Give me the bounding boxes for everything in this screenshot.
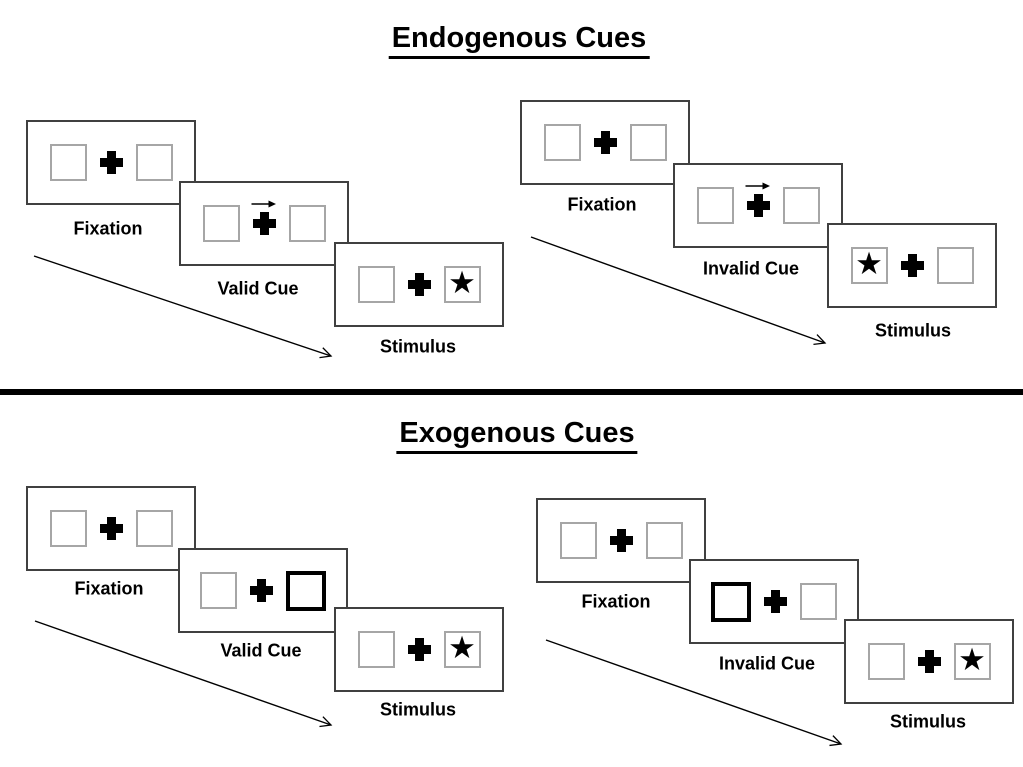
fixation-cross-icon [407,273,431,296]
cue-arrow-right-icon [745,182,770,190]
fixation-cross-icon [99,517,123,540]
left-target-box: ★ [850,246,888,284]
right-target-box: ★ [953,642,991,680]
left-placeholder-box [867,643,905,680]
left-placeholder-box [202,205,240,242]
left-cue-highlight-box [711,581,751,622]
fixation-cross-icon [764,590,787,613]
panel-label-valid-cue: Valid Cue [220,640,302,661]
fixation-cross-icon [900,254,924,277]
stimulus-panel: ★ [334,242,504,327]
right-cue-highlight-box [286,570,326,611]
fixation-cross-icon [917,650,941,673]
left-placeholder-box [49,144,87,181]
panel-label-fixation: Fixation [567,194,637,215]
left-placeholder-box [696,187,734,224]
right-target-box: ★ [443,630,481,668]
panel-label-stimulus: Stimulus [379,336,457,357]
panel-label-fixation: Fixation [581,591,651,612]
section-title-endogenous: Endogenous Cues [388,22,650,59]
left-placeholder-box [200,572,237,609]
right-target-box: ★ [443,265,481,303]
cue-arrow-right-icon [251,200,276,208]
fixation-cross-icon [99,151,123,174]
stimulus-panel: ★ [334,607,504,692]
cue-panel [178,548,348,633]
right-placeholder-box [288,205,326,242]
left-placeholder-box [543,124,581,161]
fixation-cross-icon [250,579,273,602]
time-arrow-exogenous-valid [34,620,331,725]
left-placeholder-box [559,522,597,559]
left-placeholder-box [357,631,395,668]
stimulus-panel: ★ [827,223,997,308]
fixation-panel [26,486,196,571]
time-arrow-endogenous-valid [33,255,331,356]
panel-label-valid-cue: Valid Cue [217,278,299,299]
right-placeholder-box [936,247,974,284]
cue-panel [689,559,859,644]
panel-label-invalid-cue: Invalid Cue [702,258,800,279]
section-title-exogenous: Exogenous Cues [396,417,638,454]
fixation-panel [520,100,690,185]
right-placeholder-box [629,124,667,161]
target-star-icon: ★ [448,630,476,666]
right-placeholder-box [782,187,820,224]
fixation-panel [536,498,706,583]
stimulus-panel: ★ [844,619,1014,704]
fixation-cross-icon [252,212,276,235]
fixation-cross-icon [407,638,431,661]
fixation-panel [26,120,196,205]
panel-label-stimulus: Stimulus [874,320,952,341]
cue-panel [179,181,349,266]
target-star-icon: ★ [958,642,986,678]
target-star-icon: ★ [855,246,883,282]
target-star-icon: ★ [448,265,476,301]
right-placeholder-box [135,510,173,547]
panel-label-stimulus: Stimulus [889,711,967,732]
panel-label-fixation: Fixation [74,578,144,599]
left-placeholder-box [357,266,395,303]
right-placeholder-box [645,522,683,559]
fixation-cross-icon [593,131,617,154]
fixation-cross-icon [609,529,633,552]
right-placeholder-box [135,144,173,181]
section-divider [0,389,1023,395]
right-placeholder-box [800,583,837,620]
panel-label-invalid-cue: Invalid Cue [718,653,816,674]
time-arrow-endogenous-invalid [530,236,825,343]
cue-panel [673,163,843,248]
left-placeholder-box [49,510,87,547]
panel-label-fixation: Fixation [73,218,143,239]
fixation-cross-icon [746,194,770,217]
panel-label-stimulus: Stimulus [379,699,457,720]
